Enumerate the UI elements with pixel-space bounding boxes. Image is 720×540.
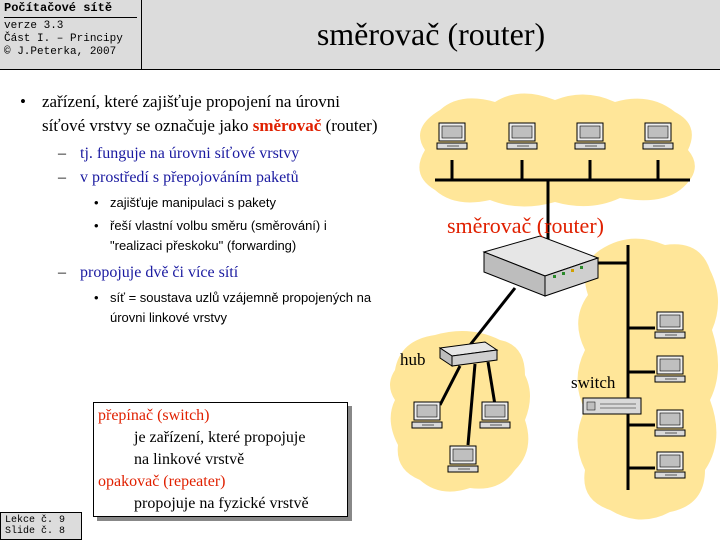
lan-cloud-left (390, 331, 530, 492)
computer-icon (506, 122, 538, 150)
slide-title: směrovač (router) (316, 16, 546, 52)
sub3-item-1-text: síť = soustava uzlů vzájemně propojených… (110, 290, 372, 325)
computer-icon (654, 311, 686, 339)
router-icon (482, 235, 600, 297)
sub2-item-1-text: zajišťuje manipulaci s pakety (110, 195, 277, 210)
computer-icon (642, 122, 674, 150)
computer-icon (654, 355, 686, 383)
dash-icon: – (58, 264, 66, 281)
title-bar (142, 0, 720, 70)
sub3-item-1: • síť = soustava uzlů vzájemně propojený… (18, 288, 378, 328)
computer-icon (411, 401, 443, 429)
hub-label: hub (400, 350, 426, 369)
slide-content: • zařízení, které zajišťuje propojení na… (18, 90, 378, 328)
computer-icon (574, 122, 606, 150)
sub2-item-1: • zajišťuje manipulaci s pakety (18, 193, 378, 213)
lesson-number: Lekce č. 9 (5, 515, 66, 526)
lan-bus-top (435, 160, 690, 240)
sub-bullet-2: – v prostředí s přepojováním paketů (18, 166, 378, 190)
switch-text-1: je zařízení, které propojuje (134, 429, 306, 446)
sub2-item-2-text: řeší vlastní volbu směru (směrování) i "… (110, 218, 327, 253)
computer-icon (436, 122, 468, 150)
lan-cloud-right (577, 238, 719, 520)
course-part: Část I. – Principy (4, 33, 123, 45)
main-bullet-text: zařízení, které zajišťuje propojení na ú… (42, 92, 341, 135)
router-term: směrovač (252, 116, 322, 135)
lesson-info-box: Lekce č. 9 Slide č. 8 (0, 512, 82, 540)
main-bullet: • zařízení, které zajišťuje propojení na… (18, 90, 378, 138)
switch-icon (582, 397, 642, 415)
course-copyright: © J.Peterka, 2007 (4, 46, 117, 58)
computer-icon (447, 445, 479, 473)
sub-bullet-2-text: v prostředí s přepojováním paketů (80, 169, 299, 186)
bullet-dot-icon: • (94, 218, 99, 233)
switch-label: přepínač (switch) (98, 407, 210, 424)
router-label: směrovač (router) (447, 213, 604, 238)
switch-device-label: switch (571, 373, 616, 392)
sub2-item-2: • řeší vlastní volbu směru (směrování) i… (18, 216, 378, 256)
repeater-text: propojuje na fyzické vrstvě (134, 495, 309, 512)
bullet-dot-icon: • (94, 290, 99, 305)
switch-text-2: na linkové vrstvě (134, 451, 245, 468)
course-info-box: Počítačové sítě verze 3.3 Část I. – Prin… (0, 0, 142, 70)
network-diagram (390, 93, 719, 520)
hub-icon (438, 341, 499, 446)
sub-bullet-1-text: tj. funguje na úrovni síťové vrstvy (80, 145, 300, 162)
bullet-dot-icon: • (20, 92, 26, 111)
sub-bullet-1: – tj. funguje na úrovni síťové vrstvy (18, 142, 378, 166)
repeater-label: opakovač (repeater) (98, 473, 226, 490)
sub-bullet-3-text: propojuje dvě či více sítí (80, 264, 239, 281)
main-bullet-suffix: (router) (321, 116, 378, 135)
course-title: Počítačové sítě (4, 1, 113, 15)
sub-bullet-3: – propojuje dvě či více sítí (18, 261, 378, 285)
computer-icon (654, 409, 686, 437)
computer-icon (654, 451, 686, 479)
slide-number: Slide č. 8 (5, 526, 66, 537)
course-version: verze 3.3 (4, 20, 64, 32)
bullet-dot-icon: • (94, 195, 99, 210)
definition-note-box: přepínač (switch) je zařízení, které pro… (93, 402, 348, 517)
computer-icon (479, 401, 511, 429)
lan-cloud-top (419, 93, 695, 207)
dash-icon: – (58, 169, 66, 186)
dash-icon: – (58, 145, 66, 162)
